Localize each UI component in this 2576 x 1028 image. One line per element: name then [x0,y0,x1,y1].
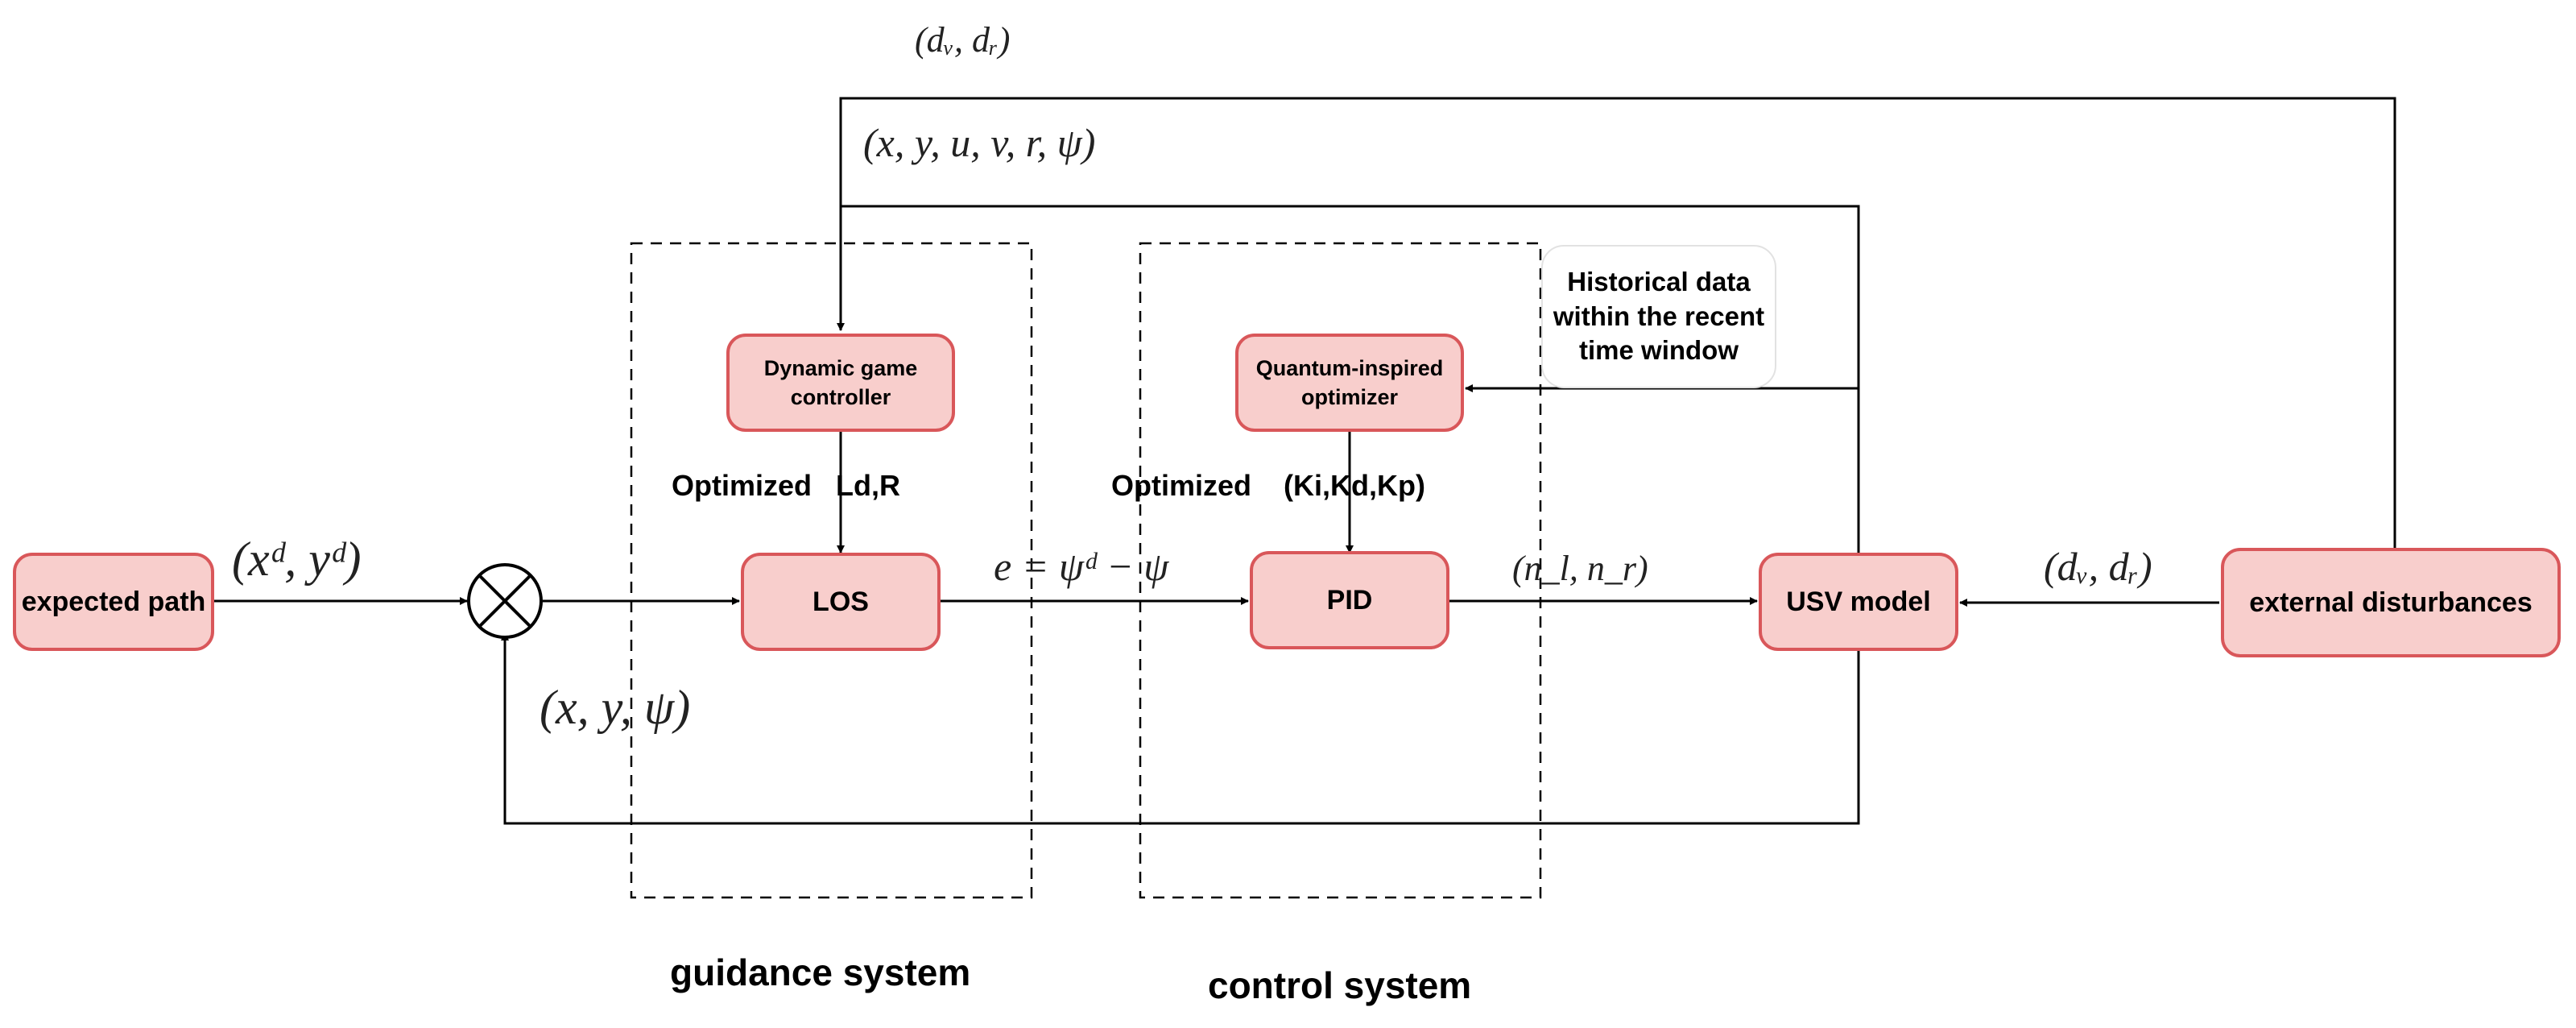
disturbance-feedback-line [837,97,2396,548]
historical-data-note: Historical data within the recent time w… [1541,245,1776,388]
guidance-system-caption: guidance system [670,951,971,993]
los-block: LOS [741,553,941,651]
full-state-label: (x, y, u, v, r, ψ) [863,120,1096,165]
feedback-state-label: (x, y, ψ) [540,681,691,734]
pid-block: PID [1250,551,1449,649]
expected-path-block: expected path [13,553,214,651]
thrust-label: (n_l, n_r) [1512,549,1648,588]
control-optimized-label: Optimized (Ki,Kd,Kp) [1111,469,1425,502]
heading-error-label: e = ψᵈ − ψ [994,544,1169,589]
dynamic-game-controller-block: Dynamic game controller [726,334,955,432]
guidance-optimized-label: Optimized Ld,R [672,469,900,502]
control-system-boundary [1139,242,1542,899]
position-feedback-line [501,632,1860,825]
control-system-caption: control system [1208,964,1472,1006]
guidance-system-boundary [630,242,1033,899]
disturbance-right-label: (dᵥ, dᵣ) [2044,544,2152,589]
external-disturbances-block: external disturbances [2221,548,2561,657]
summing-junction-icon [467,563,543,639]
disturbance-top-label: (dᵥ, dᵣ) [915,20,1011,60]
state-feedback-line [841,205,1860,556]
usv-model-block: USV model [1759,553,1958,651]
desired-position-label: (xᵈ, yᵈ) [232,533,362,586]
quantum-optimizer-block: Quantum-inspired optimizer [1235,334,1464,432]
